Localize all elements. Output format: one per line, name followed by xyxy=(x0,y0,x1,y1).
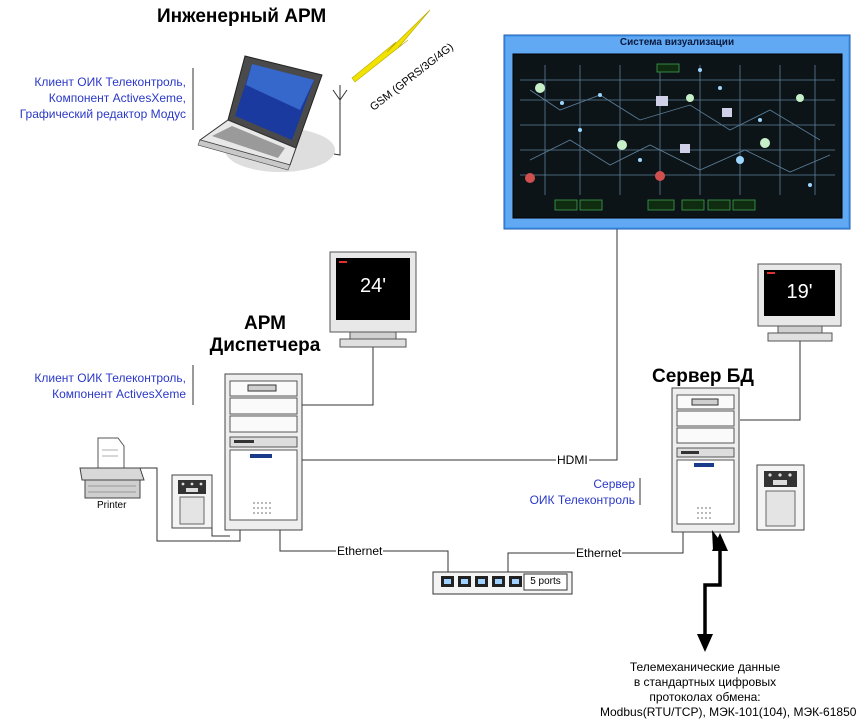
ethernet-switch-icon xyxy=(432,571,573,595)
laptop-icon xyxy=(197,55,335,172)
ethernet-left-label: Ethernet xyxy=(336,544,384,558)
disp-software-label: Клиент ОИК Телеконтроль, Компонент Activ… xyxy=(34,370,186,402)
disp-software-line-2: Компонент ActivesXeme xyxy=(52,387,186,401)
ups-left-icon xyxy=(171,474,213,529)
server-software-label: Сервер ОИК Телеконтроль xyxy=(530,476,635,508)
eng-software-line-2: Компонент ActivesXeme, xyxy=(48,91,186,105)
printer-line xyxy=(140,467,241,542)
arm-disp-title-line2: Диспетчера xyxy=(209,335,321,356)
hdmi-label: HDMI xyxy=(556,453,589,467)
telemech-line-1: Телемеханические данные xyxy=(629,660,781,674)
ups-line xyxy=(211,528,230,537)
lightning-bolt-icon xyxy=(351,9,431,83)
disp-software-line-1: Клиент ОИК Телеконтроль, xyxy=(34,371,186,385)
monitor-19-icon xyxy=(757,263,842,342)
arm-disp-title: АРМ Диспетчера xyxy=(205,313,325,357)
double-arrow-icon xyxy=(697,530,728,652)
switch-ports-label: 5 ports xyxy=(530,576,561,587)
monitor24-line xyxy=(302,346,374,406)
ethernet-right-label: Ethernet xyxy=(575,546,623,560)
server-bd-title: Сервер БД xyxy=(652,366,754,387)
eng-arm-software-label: Клиент ОИК Телеконтроль, Компонент Activ… xyxy=(20,74,186,122)
ups-right-icon xyxy=(756,464,805,531)
hdmi-line xyxy=(302,229,618,461)
eng-software-line-1: Клиент ОИК Телеконтроль, xyxy=(34,75,186,89)
telemech-line-2: в стандартных цифровых xyxy=(633,675,777,689)
gsm-antenna-icon xyxy=(332,9,431,110)
server-software-line-2: ОИК Телеконтроль xyxy=(529,493,635,507)
visualization-panel xyxy=(503,34,851,230)
vis-system-title: Система визуализации xyxy=(619,37,735,48)
telemech-line-4: Modbus(RTU/TCP), МЭК-101(104), МЭК-61850 xyxy=(600,705,857,719)
scada-screen xyxy=(512,53,843,219)
monitor-24-icon xyxy=(329,251,417,348)
monitor-24-label: 24' xyxy=(359,275,387,297)
printer-label: Printer xyxy=(97,500,127,511)
server-pc-icon xyxy=(671,387,740,533)
server-software-line-1: Сервер xyxy=(593,477,635,491)
printer-icon xyxy=(79,437,145,499)
eng-arm-title: Инженерный АРМ xyxy=(157,6,327,27)
telemech-line-3: протоколах обмена: xyxy=(649,690,761,704)
arm-disp-title-line1: АРМ xyxy=(244,313,286,334)
monitor19-line xyxy=(740,340,801,421)
monitor-19-label: 19' xyxy=(786,281,813,303)
telemech-label: Телемеханические данные в стандартных ци… xyxy=(600,660,857,720)
eng-software-line-3: Графический редактор Модус xyxy=(19,107,186,121)
dispatcher-pc-icon xyxy=(224,373,303,531)
